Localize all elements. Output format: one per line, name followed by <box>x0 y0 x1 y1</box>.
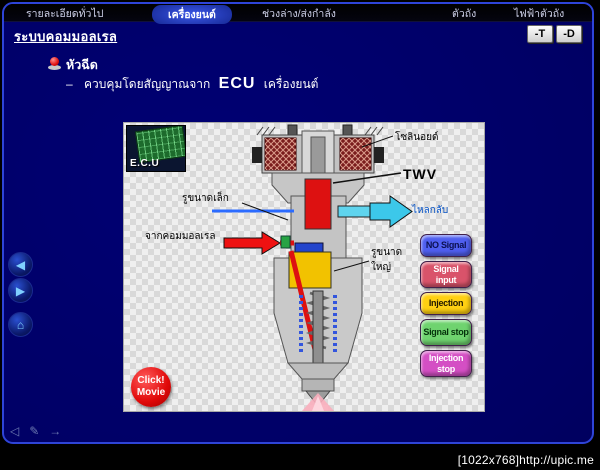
nav-tab-chassis-drivetrain[interactable]: ช่วงล่าง/ส่งกำลัง <box>262 8 336 20</box>
label-small-hole: รูขนาดเล็ก <box>182 193 229 204</box>
nav-tab-body-electrical[interactable]: ไฟฟ้าตัวถัง <box>514 8 565 20</box>
injection-button[interactable]: Injection <box>420 292 472 315</box>
desc-before: ควบคุมโดยสัญญาณจาก <box>84 77 211 91</box>
label-large-hole-line1: รูขนาด <box>371 247 403 258</box>
page-title: ระบบคอมมอลเรล <box>14 29 118 44</box>
cursor-icon[interactable]: ◁ <box>10 424 20 438</box>
pencil-icon[interactable]: ✎ <box>29 424 40 438</box>
watermark: [1022x768]http://upic.me <box>455 453 596 467</box>
no-signal-button[interactable]: NO Signal <box>420 234 472 257</box>
signal-stop-button[interactable]: Signal stop <box>420 319 472 346</box>
bottom-toolbar: ◁ ✎ → <box>10 424 61 438</box>
app-window: รายละเอียดทั่วไป เครื่องยนต์ ช่วงล่าง/ส่… <box>2 2 594 444</box>
home-button[interactable]: ⌂ <box>8 312 33 337</box>
desc-ecu: ECU <box>218 75 256 92</box>
bullet-ball-icon <box>48 57 61 70</box>
nav-tab-general[interactable]: รายละเอียดทั่วไป <box>26 8 104 20</box>
label-large-hole-line2: ใหญ่ <box>371 262 391 273</box>
injector-cross-section-drawing <box>212 124 413 411</box>
ecu-chip-label: E.C.U <box>130 158 160 169</box>
signal-input-button[interactable]: Signal input <box>420 261 472 288</box>
mode-t-button[interactable]: -T <box>527 25 553 43</box>
nav-back-icon: ◀ <box>15 257 26 272</box>
mode-d-button[interactable]: -D <box>556 25 582 43</box>
label-return-flow: ไหลกลับ <box>412 205 449 216</box>
nav-tab-body[interactable]: ตัวถัง <box>452 8 477 20</box>
nav-forward-button[interactable]: ▶ <box>8 278 33 303</box>
nav-forward-icon: ▶ <box>15 283 26 298</box>
ecu-chip-image[interactable]: E.C.U <box>126 125 186 172</box>
topic-injector-label: หัวฉีด <box>66 58 98 72</box>
nav-back-button[interactable]: ◀ <box>8 252 33 277</box>
movie-button-line1: Click! <box>137 375 165 386</box>
home-icon: ⌂ <box>16 317 25 332</box>
movie-button-line2: Movie <box>136 387 166 398</box>
click-movie-button[interactable]: Click! Movie <box>131 367 171 407</box>
nav-tab-engine[interactable]: เครื่องยนต์ <box>152 5 232 24</box>
topic-description: – ควบคุมโดยสัญญาณจาก ECU เครื่องยนต์ <box>66 75 318 94</box>
top-nav-bar: รายละเอียดทั่วไป เครื่องยนต์ ช่วงล่าง/ส่… <box>4 4 592 24</box>
desc-after: เครื่องยนต์ <box>263 77 319 91</box>
injection-stop-button[interactable]: Injection stop <box>420 350 472 377</box>
label-solenoid: โซลินอยด์ <box>395 132 439 143</box>
injector-diagram-panel: E.C.U โซลินอยด์ TWV รูขนาดเล็ก จากคอมมอล… <box>123 122 485 412</box>
arrow-right-icon[interactable]: → <box>49 424 62 438</box>
dash-prefix: – <box>66 77 73 91</box>
label-from-common-rail: จากคอมมอลเรล <box>145 231 216 242</box>
label-large-hole: รูขนาด ใหญ่ <box>371 245 402 275</box>
label-twv: TWV <box>403 166 438 182</box>
